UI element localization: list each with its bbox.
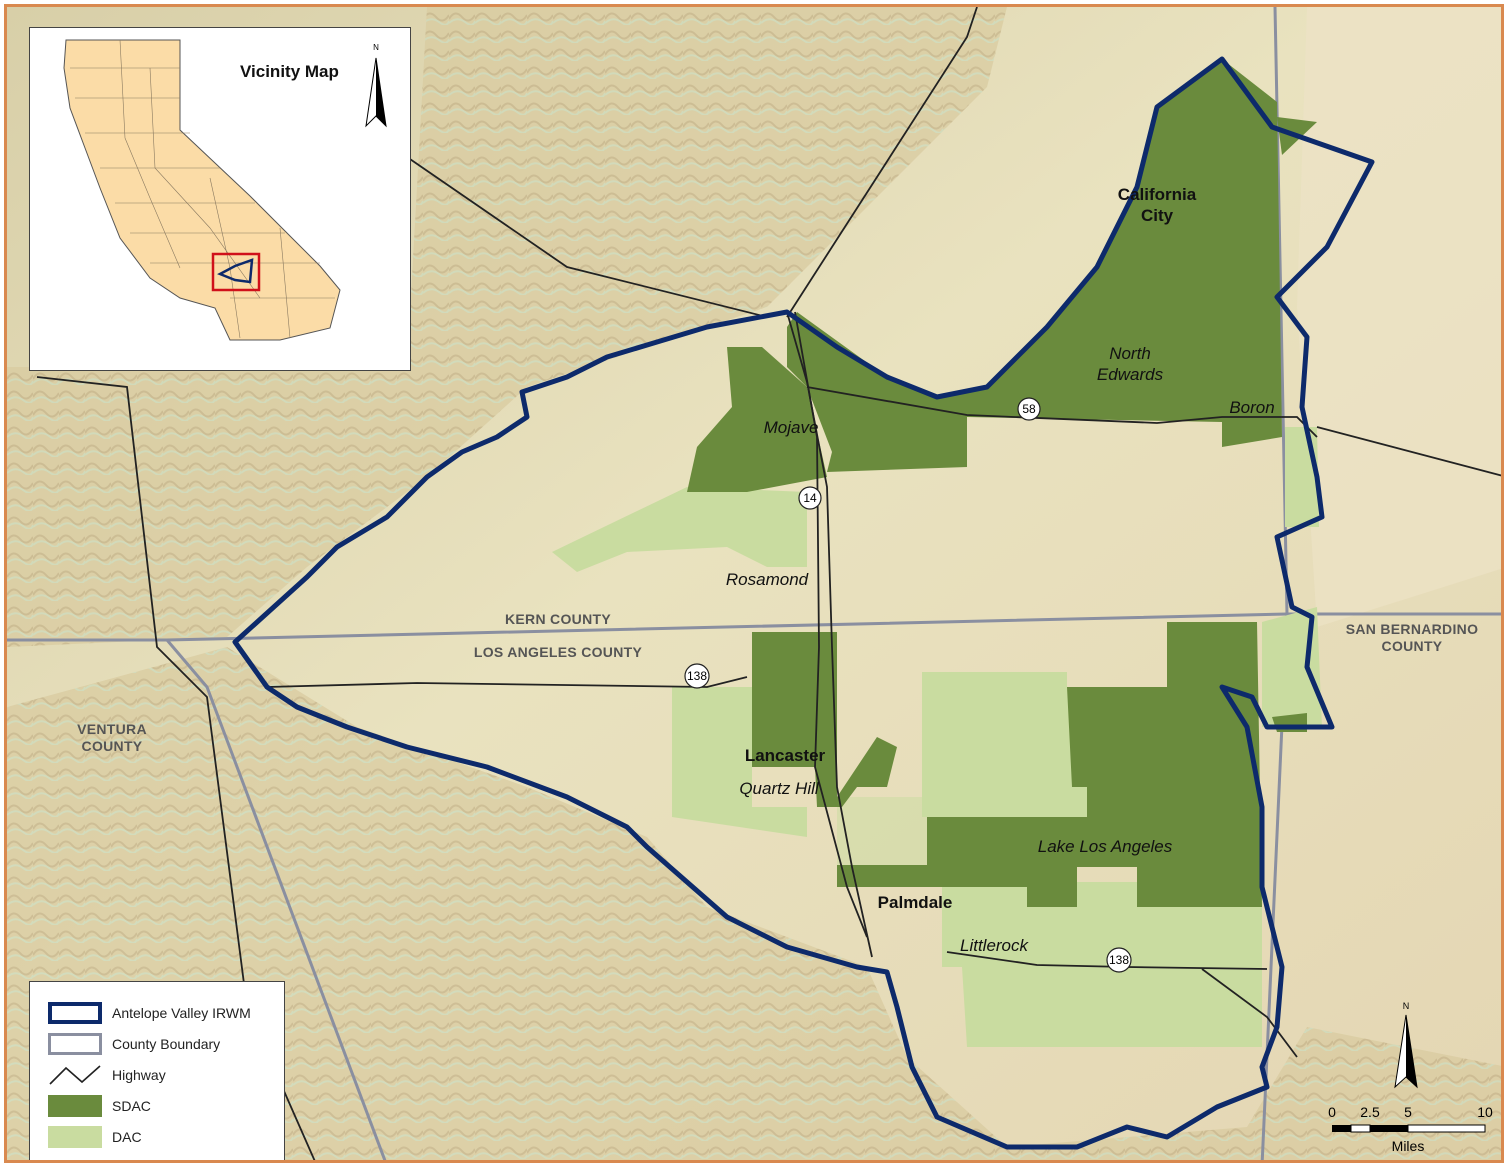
scale-unit-label: Miles xyxy=(1392,1138,1425,1154)
svg-text:138: 138 xyxy=(687,669,707,683)
highway-line-swatch xyxy=(49,1065,101,1085)
label-littlerock: Littlerock xyxy=(960,936,1030,955)
inset-north-arrow: N xyxy=(365,43,387,128)
mountains-south xyxy=(7,647,1501,1160)
legend-label: Highway xyxy=(112,1067,166,1083)
svg-text:14: 14 xyxy=(803,491,817,505)
legend-label: Antelope Valley IRWM xyxy=(112,1005,251,1021)
sdac-areas xyxy=(687,59,1317,907)
scale-tick-label: 5 xyxy=(1404,1104,1412,1120)
county-boundary-swatch xyxy=(48,1033,102,1055)
shield-58: 58 xyxy=(1017,397,1041,421)
dac-swatch xyxy=(48,1126,102,1148)
shield-138-west: 138 xyxy=(684,663,710,689)
label-lake-los-angeles: Lake Los Angeles xyxy=(1038,837,1173,856)
label-kern-county: KERN COUNTY xyxy=(505,611,611,627)
dac-areas xyxy=(552,427,1322,1047)
legend-item-highway: Highway xyxy=(48,1064,166,1086)
scale-tick-label: 2.5 xyxy=(1360,1104,1380,1120)
legend-label: DAC xyxy=(112,1129,142,1145)
svg-text:N: N xyxy=(1403,1001,1410,1011)
shield-138-east: 138 xyxy=(1106,947,1132,973)
legend-item-county: County Boundary xyxy=(48,1033,220,1055)
legend-item-dac: DAC xyxy=(48,1126,142,1148)
mountains-north xyxy=(7,7,1007,647)
county-boundaries xyxy=(7,7,1501,1160)
scale-tick-label: 10 xyxy=(1477,1104,1493,1120)
legend-item-irwm: Antelope Valley IRWM xyxy=(48,1002,251,1024)
vicinity-map-inset: N Vicinity Map xyxy=(29,27,411,371)
legend-label: County Boundary xyxy=(112,1036,221,1052)
desert-east xyxy=(1297,7,1501,627)
label-boron: Boron xyxy=(1229,398,1274,417)
legend-label: SDAC xyxy=(112,1098,151,1114)
irwm-boundary-swatch xyxy=(48,1002,102,1024)
label-los-angeles-county: LOS ANGELES COUNTY xyxy=(474,644,643,660)
irwm-boundary xyxy=(232,56,1375,1150)
svg-text:58: 58 xyxy=(1022,402,1036,416)
inset-locator-box xyxy=(211,252,261,292)
scale-bar: 0 2.5 5 10 Miles xyxy=(1328,1104,1493,1154)
sdac-swatch xyxy=(48,1095,102,1117)
vicinity-map-title: Vicinity Map xyxy=(240,62,339,81)
svg-text:138: 138 xyxy=(1109,953,1129,967)
label-rosamond: Rosamond xyxy=(726,570,809,589)
svg-text:N: N xyxy=(373,43,379,52)
scale-tick-label: 0 xyxy=(1328,1104,1336,1120)
label-mojave: Mojave xyxy=(764,418,819,437)
legend: Antelope Valley IRWM County Boundary Hig… xyxy=(29,981,285,1160)
california-outline: N xyxy=(63,39,387,341)
label-lancaster: Lancaster xyxy=(745,746,826,765)
shield-14: 14 xyxy=(798,486,822,510)
north-arrow-icon: N xyxy=(1394,1001,1418,1089)
legend-item-sdac: SDAC xyxy=(48,1095,151,1117)
label-quartz-hill: Quartz Hill xyxy=(739,779,820,798)
label-palmdale: Palmdale xyxy=(878,893,953,912)
